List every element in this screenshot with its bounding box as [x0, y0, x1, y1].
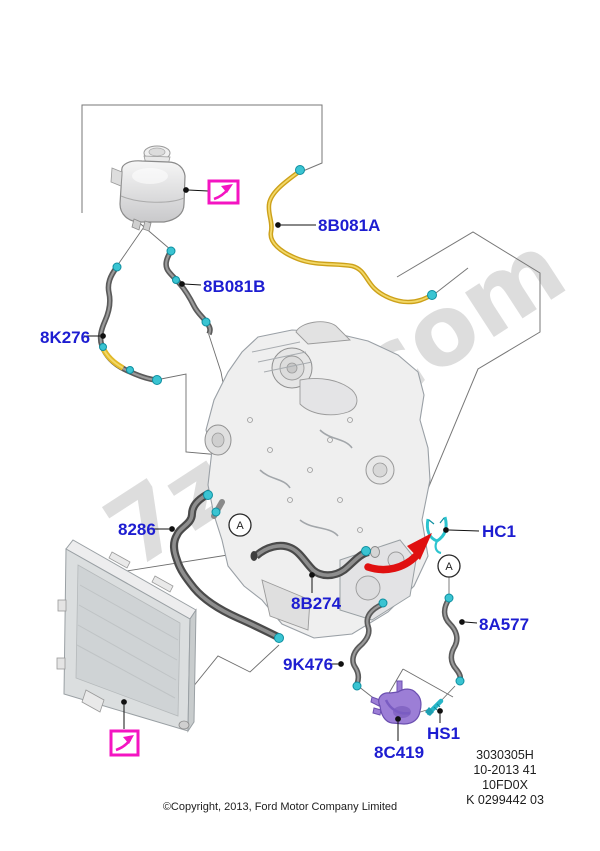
hose-8k276: [97, 262, 162, 385]
arrow-icon: [213, 184, 233, 201]
hose-8a577: [441, 593, 465, 686]
hose-8b081a: [266, 165, 437, 305]
label-8a577[interactable]: 8A577: [479, 615, 530, 634]
catalog-code: K 0299442 03: [466, 793, 544, 807]
screw-hs1-icon: [425, 698, 444, 716]
label-8b081a[interactable]: 8B081A: [318, 216, 381, 235]
copyright-notice: ©Copyright, 2013, Ford Motor Company Lim…: [162, 801, 398, 813]
label-9k476[interactable]: 9K476: [283, 655, 334, 674]
label-hc1[interactable]: HC1: [482, 522, 517, 541]
hose-9k476: [350, 598, 388, 691]
detail-arrow-button-top[interactable]: [207, 179, 240, 205]
model-code: 10FD0X: [482, 778, 528, 792]
hose-8b274: [250, 541, 371, 580]
red-direction-arrow: [364, 533, 432, 574]
label-leaders: [84, 187, 480, 741]
label-8c419[interactable]: 8C419: [374, 743, 425, 762]
callout-a-engine: A: [228, 513, 252, 537]
hose-8b081b: [163, 246, 213, 336]
hose-8286: [170, 489, 284, 643]
valve-8c419: [370, 680, 422, 725]
detail-arrow-button-bottom[interactable]: [109, 729, 140, 757]
engine-illustration: [204, 321, 431, 639]
label-8b081b[interactable]: 8B081B: [203, 277, 266, 296]
label-8k276[interactable]: 8K276: [40, 328, 91, 347]
arrow-icon: [115, 735, 134, 752]
revision-code: 10-2013 41: [473, 763, 537, 777]
label-8b274[interactable]: 8B274: [291, 594, 342, 613]
svg-text:A: A: [445, 561, 453, 573]
radiator: [56, 539, 197, 733]
callout-a-hose: A: [437, 554, 461, 578]
svg-text:A: A: [236, 520, 244, 532]
expansion-tank: [110, 145, 186, 232]
drawing-code: 3030305H: [476, 748, 534, 762]
label-8286[interactable]: 8286: [118, 520, 156, 539]
label-hs1[interactable]: HS1: [427, 724, 461, 743]
